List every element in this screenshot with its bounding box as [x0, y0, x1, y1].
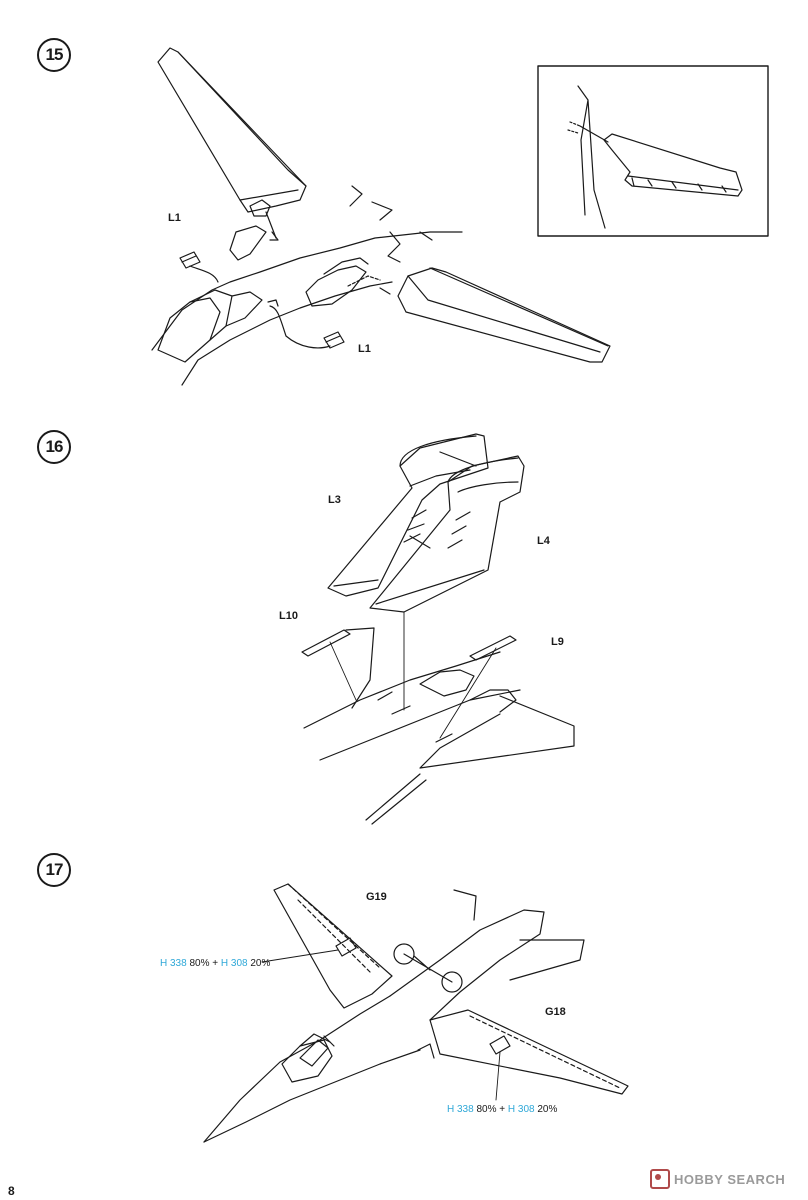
- step-badge-15: 15: [37, 38, 71, 72]
- paint-mix-note-g19: H 338 80% + H 308 20%: [160, 958, 271, 969]
- watermark: HOBBY SEARCH: [650, 1169, 785, 1189]
- part-label-l10: L10: [279, 610, 298, 622]
- part-label-g19: G19: [366, 891, 387, 903]
- detail-inset-box: [537, 65, 769, 237]
- part-label-l1-bottom: L1: [358, 343, 371, 355]
- step-badge-16: 16: [37, 430, 71, 464]
- step-15-drawing: [151, 47, 769, 386]
- step-badge-17: 17: [37, 853, 71, 887]
- hobby-search-logo-icon: [650, 1169, 670, 1189]
- part-label-l4: L4: [537, 535, 550, 547]
- page-number: 8: [8, 1184, 15, 1198]
- part-label-l9: L9: [551, 636, 564, 648]
- watermark-text: HOBBY SEARCH: [674, 1171, 786, 1187]
- step-17-drawing: [203, 883, 629, 1143]
- part-label-l3: L3: [328, 494, 341, 506]
- paint-mix-note-g18: H 338 80% + H 308 20%: [447, 1104, 558, 1115]
- step-16-drawing: [301, 433, 575, 825]
- part-label-g18: G18: [545, 1006, 566, 1018]
- part-label-l1-top: L1: [168, 212, 181, 224]
